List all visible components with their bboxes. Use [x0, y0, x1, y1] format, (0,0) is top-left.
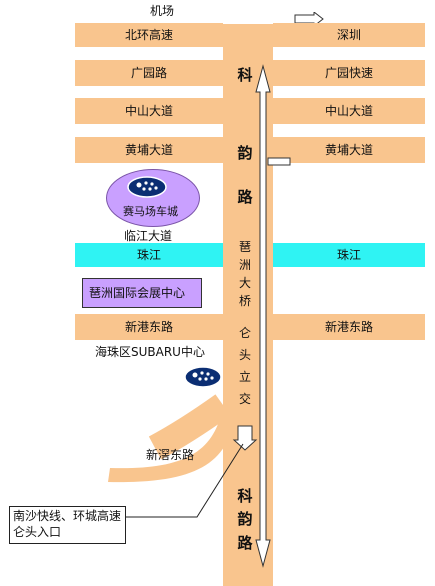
- road-north-left: 北环高速: [75, 23, 223, 47]
- road-label: 北环高速: [124, 28, 173, 42]
- entrance-callout: 南沙快线、环城高速仑头入口: [9, 506, 126, 544]
- interchange-char: 头: [238, 348, 251, 362]
- keyun-top-char: 韵: [237, 144, 253, 162]
- interchange-char: 交: [238, 392, 251, 406]
- bridge-char: 桥: [238, 294, 251, 308]
- road-label: 黄埔大道: [324, 143, 373, 157]
- bridge-char: 琶: [238, 240, 251, 254]
- road-label: 新港东路: [324, 320, 373, 334]
- road-huangpu-right: 黄埔大道: [273, 137, 425, 163]
- keyun-bottom-char: 韵: [237, 510, 253, 528]
- road-label: 中山大道: [324, 104, 373, 118]
- linjiang-label: 临江大道: [124, 229, 173, 243]
- expo-building[interactable]: 琶洲国际会展中心: [82, 278, 202, 308]
- airport-label: 机场: [150, 4, 175, 18]
- road-label: 黄埔大道: [124, 143, 173, 157]
- keyun-bottom-char: 路: [237, 534, 253, 552]
- road-xingang-right: 新港东路: [273, 314, 425, 340]
- subaru-logo-icon: [127, 176, 167, 198]
- road-label: 广园路: [130, 66, 167, 80]
- bridge-char: 大: [238, 276, 251, 290]
- keyun-top-char: 路: [237, 188, 253, 206]
- road-guangyuan-left: 广园路: [75, 60, 223, 86]
- road-label: 新港东路: [124, 320, 173, 334]
- road-guangyuan-right: 广园快速: [273, 60, 425, 86]
- river-right: 珠江: [273, 243, 425, 267]
- river-label: 珠江: [336, 248, 361, 262]
- river-label: 珠江: [136, 248, 161, 262]
- keyun-top-char: 科: [237, 66, 253, 84]
- interchange-char: 立: [238, 370, 251, 384]
- xinjiao-label: 新滘东路: [146, 448, 195, 462]
- callout-text: 南沙快线、环城高速仑头入口: [13, 509, 122, 539]
- road-huangpu-left: 黄埔大道: [75, 137, 223, 163]
- road-zhongshan-right: 中山大道: [273, 98, 425, 124]
- interchange-char: 仑: [238, 326, 251, 340]
- bridge-char: 洲: [238, 258, 251, 272]
- road-label: 深圳: [336, 28, 361, 42]
- road-label: 广园快速: [324, 66, 373, 80]
- road-north-right: 深圳: [273, 23, 425, 47]
- road-xingang-left: 新港东路: [75, 314, 223, 340]
- river-left: 珠江: [75, 243, 223, 267]
- keyun-bottom-char: 科: [237, 487, 253, 505]
- dealer-label: 海珠区SUBARU中心: [95, 345, 205, 359]
- mall-label: 赛马场车城: [123, 205, 178, 218]
- road-label: 中山大道: [124, 104, 173, 118]
- road-zhongshan-left: 中山大道: [75, 98, 223, 124]
- subaru-logo-icon: [184, 366, 222, 388]
